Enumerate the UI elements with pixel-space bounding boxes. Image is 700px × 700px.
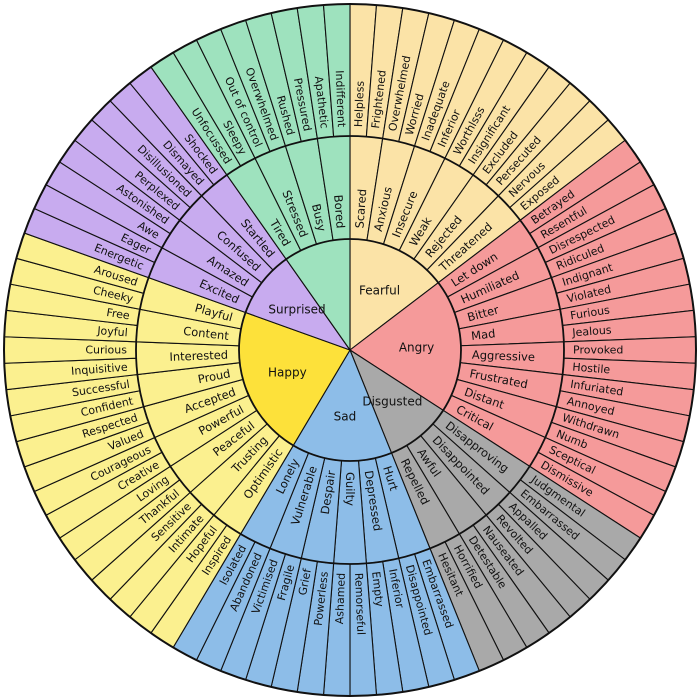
- tertiary-label-apathetic: Apathetic: [312, 75, 331, 129]
- core-label-happy: Happy: [268, 366, 307, 380]
- tertiary-label-furious: Furious: [569, 303, 610, 322]
- tertiary-label-provoked: Provoked: [573, 344, 623, 357]
- core-label-disgusted: Disgusted: [362, 394, 422, 408]
- tertiary-label-free: Free: [106, 306, 131, 322]
- tertiary-label-grief: Grief: [296, 567, 314, 597]
- tertiary-label-curious: Curious: [85, 344, 127, 357]
- secondary-label-guilty: Guilty: [343, 472, 357, 506]
- tertiary-label-remorseful: Remorseful: [352, 573, 367, 636]
- tertiary-label-indifferent: Indifferent: [333, 70, 348, 128]
- tertiary-label-helpless: Helpless: [352, 80, 367, 127]
- secondary-label-interested: Interested: [169, 348, 228, 364]
- tertiary-label-ashamed: Ashamed: [333, 573, 348, 625]
- core-label-sad: Sad: [334, 409, 357, 423]
- tertiary-label-inquisitive: Inquisitive: [71, 361, 129, 378]
- secondary-label-proud: Proud: [197, 366, 232, 386]
- core-label-fearful: Fearful: [359, 283, 400, 297]
- middle-ring-border: [135, 135, 565, 565]
- core-ring-border: [238, 238, 462, 462]
- tertiary-label-powerless: Powerless: [312, 571, 331, 627]
- core-label-surprised: Surprised: [268, 303, 325, 317]
- tertiary-label-hostile: Hostile: [572, 361, 611, 377]
- tertiary-label-jealous: Jealous: [571, 323, 612, 339]
- secondary-label-despair: Despair: [318, 469, 339, 515]
- secondary-label-mad: Mad: [470, 326, 496, 343]
- tertiary-label-empty: Empty: [369, 571, 386, 608]
- core-label-angry: Angry: [399, 340, 434, 354]
- tertiary-label-joyful: Joyful: [96, 324, 128, 339]
- secondary-label-scared: Scared: [352, 188, 369, 228]
- wheel-outer-border: [3, 3, 697, 697]
- secondary-label-bored: Bored: [331, 194, 348, 229]
- secondary-label-aggressive: Aggressive: [472, 348, 536, 364]
- secondary-label-content: Content: [183, 324, 231, 343]
- secondary-label-busy: Busy: [309, 202, 329, 233]
